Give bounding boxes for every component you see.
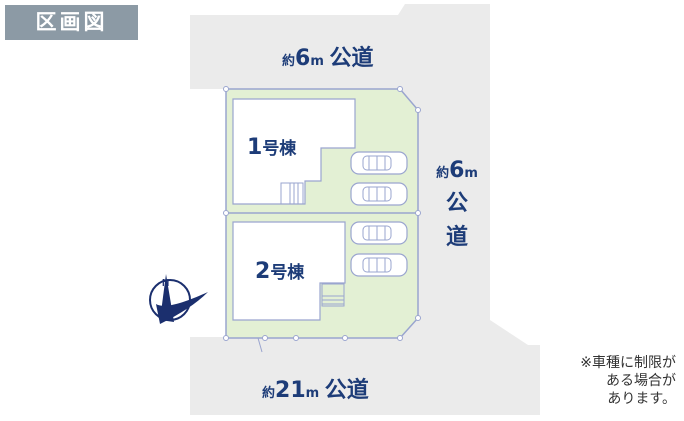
- access-line: [257, 337, 263, 353]
- svg-text:N: N: [162, 278, 169, 289]
- parking-note: ※車種に制限が ある場合が あります。: [580, 355, 676, 407]
- car-icon: [350, 253, 408, 277]
- car-icon: [350, 182, 408, 206]
- header-title: 区画図: [5, 5, 138, 40]
- road-label-east: 約6m 公 道: [436, 158, 478, 250]
- car-icon: [350, 151, 408, 175]
- compass-icon: N: [149, 274, 208, 324]
- road-label-north: 約6m 公道: [282, 46, 374, 71]
- boundary-marker: [415, 107, 421, 113]
- boundary-marker: [223, 86, 229, 92]
- car-icon: [350, 151, 408, 277]
- lot-label-1: 1号棟: [247, 135, 297, 160]
- car-icon: [350, 221, 408, 245]
- boundary-marker: [415, 210, 421, 216]
- house-1: [232, 98, 356, 205]
- boundary-marker: [415, 315, 421, 321]
- road-label-south: 約21m 公道: [262, 378, 369, 403]
- boundary-marker: [223, 210, 229, 216]
- boundary-marker: [293, 335, 299, 341]
- boundary-marker: [342, 335, 348, 341]
- entrance-steps-2: [321, 283, 345, 307]
- boundary-marker: [262, 335, 268, 341]
- lot-label-2: 2号棟: [255, 259, 305, 284]
- boundary-marker: [223, 335, 229, 341]
- house-2: [232, 221, 346, 321]
- entrance-steps-1: [280, 182, 304, 205]
- boundary-marker: [397, 86, 403, 92]
- boundary-marker: [397, 335, 403, 341]
